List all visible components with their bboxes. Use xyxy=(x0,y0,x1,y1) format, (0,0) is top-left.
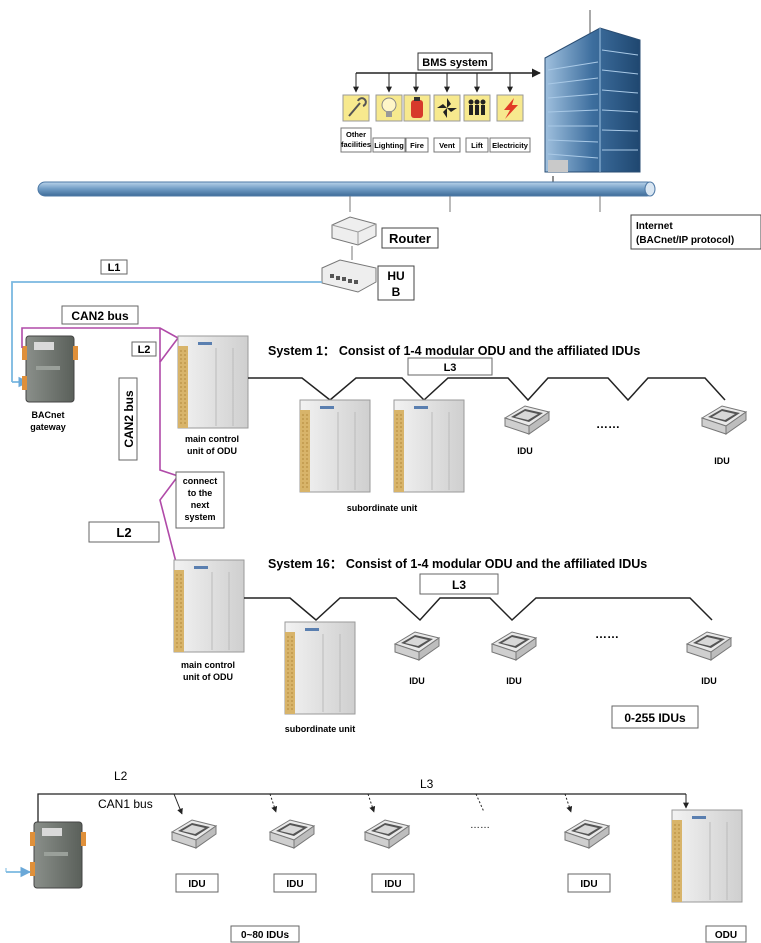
bottom-idu-4 xyxy=(564,819,610,849)
l1-label: L1 xyxy=(108,262,121,274)
bottom-idu-count: 0~80 IDUs xyxy=(241,930,290,941)
facility-label-vent: Vent xyxy=(439,141,455,150)
system16-l3-label: L3 xyxy=(452,578,466,592)
system16-l3-wiring xyxy=(244,597,713,622)
ip-backbone xyxy=(37,181,656,212)
internet-line2: (BACnet/IP protocol) xyxy=(636,235,734,246)
system1-main-label-1: main control xyxy=(185,434,239,444)
system1-ellipsis: …… xyxy=(596,417,620,431)
system16-idu-count: 0-255 IDUs xyxy=(624,711,686,725)
system16-subordinate-odu xyxy=(284,621,356,715)
hub-label-2: B xyxy=(392,285,401,299)
system16-subordinate-label: subordinate unit xyxy=(285,724,356,734)
bacnet-gateway-bottom xyxy=(29,821,87,889)
system16-idu-3 xyxy=(686,631,732,661)
system16-main-label-1: main control xyxy=(181,660,235,670)
bottom-idu-3 xyxy=(364,819,410,849)
bottom-idu-1 xyxy=(171,819,217,849)
system1-idu-label-1: IDU xyxy=(517,446,533,456)
can1-label: CAN1 bus xyxy=(98,797,153,811)
can2-bus-wiring xyxy=(21,327,179,571)
internet-label: Internet (BACnet/IP protocol) xyxy=(630,214,761,250)
connect-next-1: connect xyxy=(183,476,218,486)
fan-icon xyxy=(433,94,461,122)
gateway-label-2: gateway xyxy=(30,422,66,432)
people-icon xyxy=(463,94,491,122)
system16-main-odu xyxy=(173,559,245,653)
facility-label-lift: Lift xyxy=(471,141,483,150)
l2-label-bottom: L2 xyxy=(114,769,128,783)
system1-main-odu xyxy=(177,335,249,429)
connect-next-4: system xyxy=(184,512,215,522)
internet-line1: Internet xyxy=(636,221,673,232)
bottom-odu-label: ODU xyxy=(715,930,737,941)
system1-main-label-2: unit of ODU xyxy=(187,446,237,456)
wrench-icon xyxy=(342,94,370,122)
system16-main-label-2: unit of ODU xyxy=(183,672,233,682)
can2-label-top: CAN2 bus xyxy=(71,309,129,323)
facility-label-fire: Fire xyxy=(410,141,424,150)
lightning-icon xyxy=(496,94,524,122)
system16-ellipsis: …… xyxy=(595,627,619,641)
bottom-odu xyxy=(671,809,743,903)
hub-icon xyxy=(321,259,377,293)
system1-title: System 1： Consist of 1-4 modular ODU and… xyxy=(268,344,640,358)
bms-system: BMS system xyxy=(340,52,541,153)
hub-label-1: HU xyxy=(387,269,404,283)
building-icon xyxy=(544,10,641,173)
system16-idu-2 xyxy=(491,631,537,661)
extinguisher-icon xyxy=(403,94,431,122)
can2-label-vertical: CAN2 bus xyxy=(122,390,136,448)
system1-idu-2 xyxy=(701,405,747,435)
system1-idu-1 xyxy=(504,405,550,435)
bottom-idu-label-1: IDU xyxy=(188,879,205,890)
l3-label-bottom: L3 xyxy=(420,777,434,791)
system1-l3-label: L3 xyxy=(444,362,457,374)
bms-title: BMS system xyxy=(422,57,488,69)
can1-bus-wiring xyxy=(37,793,686,826)
router-icon xyxy=(331,216,377,246)
system16-title: System 16： Consist of 1-4 modular ODU an… xyxy=(268,557,647,571)
system16-idu-label-3: IDU xyxy=(701,676,717,686)
system1-l3-wiring xyxy=(248,377,726,402)
bulb-icon xyxy=(375,94,403,122)
gateway-label-1: BACnet xyxy=(32,410,65,420)
system16-idu-label-2: IDU xyxy=(506,676,522,686)
bottom-idu-2 xyxy=(269,819,315,849)
facility-label-lighting: Lighting xyxy=(374,141,404,150)
l2-label-middle: L2 xyxy=(116,525,131,540)
bottom-idu-label-4: IDU xyxy=(580,879,597,890)
facility-label-electricity: Electricity xyxy=(492,141,529,150)
bottom-idu-label-3: IDU xyxy=(384,879,401,890)
bacnet-gateway-top xyxy=(21,335,79,403)
facility-label-other-1: Other xyxy=(346,130,366,139)
l2-label-top: L2 xyxy=(138,344,151,356)
bottom-idu-label-2: IDU xyxy=(286,879,303,890)
connect-next-2: to the xyxy=(188,488,213,498)
system1-subordinate-odu-1 xyxy=(299,399,371,493)
system1-subordinate-label: subordinate unit xyxy=(347,503,418,513)
bottom-ellipsis: …… xyxy=(470,820,490,831)
facility-label-other-2: facilities xyxy=(341,140,371,149)
system1-idu-label-2: IDU xyxy=(714,456,730,466)
connect-next-3: next xyxy=(191,500,210,510)
system16-idu-label-1: IDU xyxy=(409,676,425,686)
router-label: Router xyxy=(389,231,431,246)
system16-idu-1 xyxy=(394,631,440,661)
system1-subordinate-odu-2 xyxy=(393,399,465,493)
